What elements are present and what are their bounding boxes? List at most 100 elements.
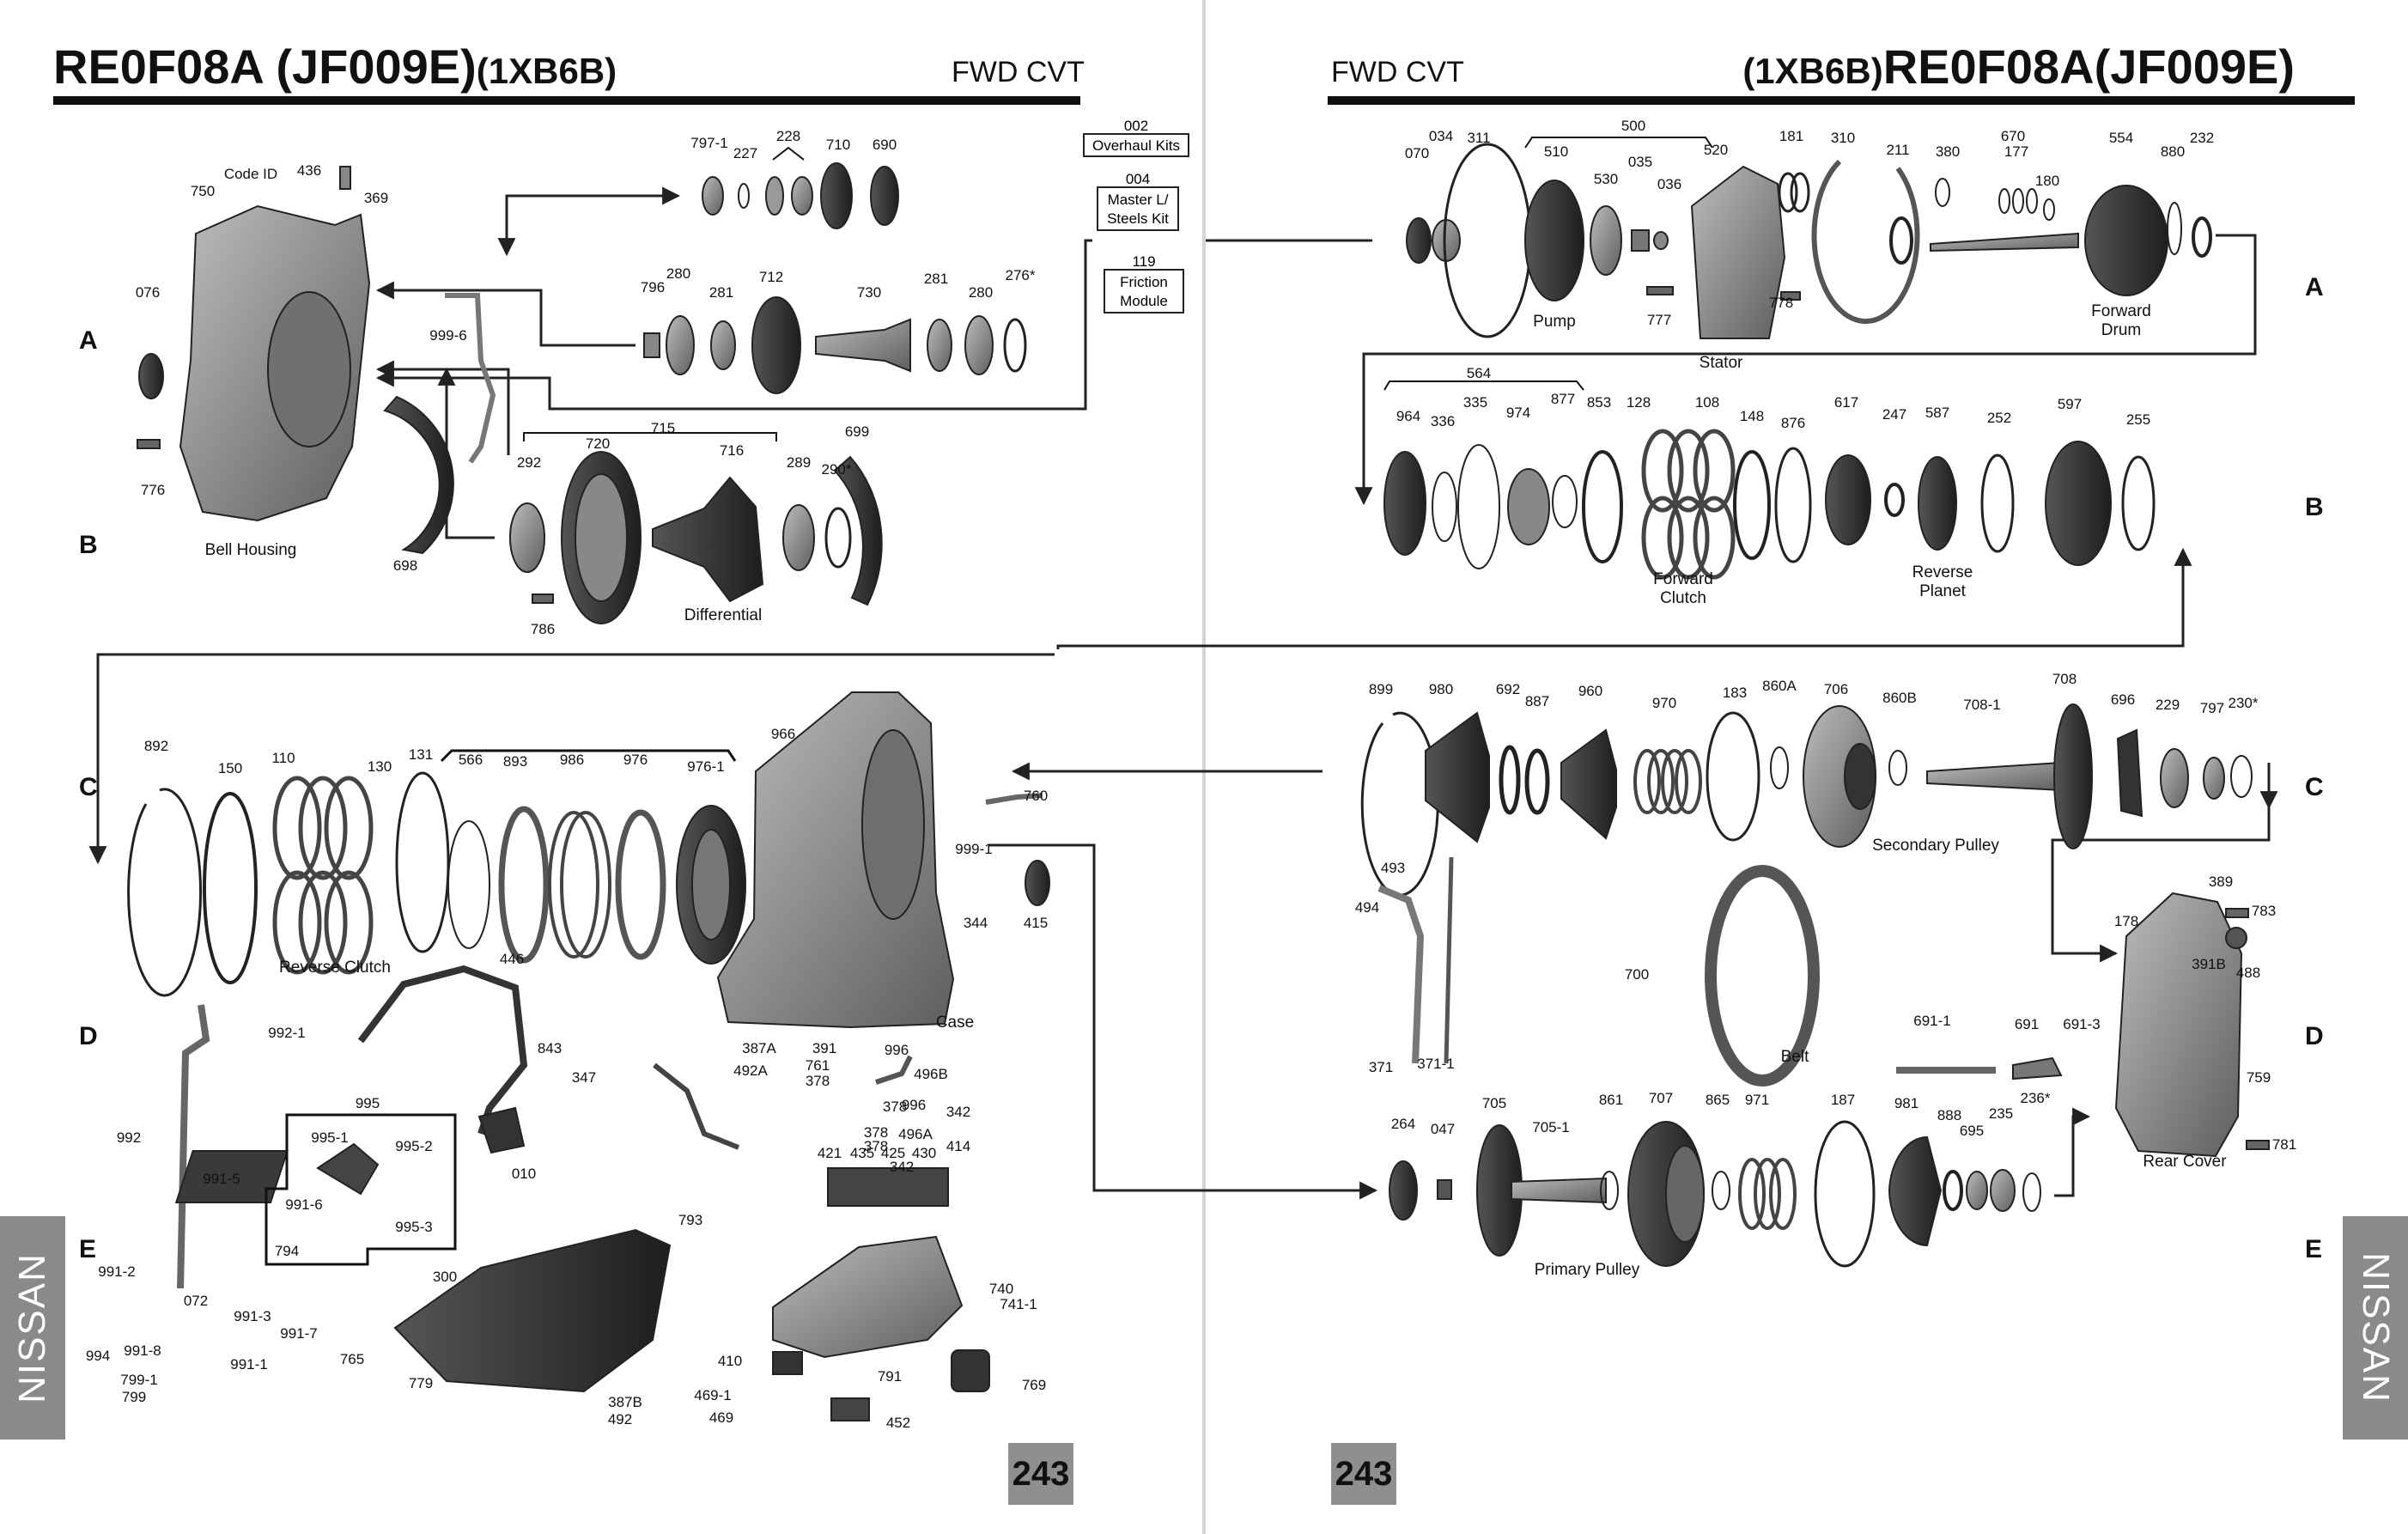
gear-690 xyxy=(870,166,899,226)
case-bore xyxy=(861,729,925,920)
part-number-label: 691-1 xyxy=(1913,1013,1950,1029)
part-number-label: 469 xyxy=(709,1409,733,1426)
bracket-566 xyxy=(440,749,737,763)
stator-520 xyxy=(1690,165,1786,339)
route-rear-cover xyxy=(2054,1107,2091,1197)
part-number-label: 469-1 xyxy=(694,1387,731,1403)
caption-bell-housing: Bell Housing xyxy=(205,541,297,559)
part-number-label: 865 xyxy=(1706,1092,1730,1108)
part-number-label: 799 xyxy=(122,1389,146,1405)
shim-276 xyxy=(1003,318,1027,373)
part-number-label: 712 xyxy=(759,269,783,285)
plug-436 xyxy=(339,166,351,190)
plate-853 xyxy=(1582,450,1623,563)
part-number-label: 999-1 xyxy=(955,841,992,857)
part-number-label: 391B xyxy=(2192,956,2226,972)
shim-230 xyxy=(2230,755,2253,798)
part-number-label: 380 xyxy=(1936,143,1960,160)
part-number-label: 999-6 xyxy=(429,327,466,344)
part-number-label: 876 xyxy=(1781,415,1805,431)
part-number-label: 765 xyxy=(340,1351,364,1367)
part-number-label: 690 xyxy=(873,137,897,153)
piston-960 xyxy=(1560,728,1617,840)
nut-797 xyxy=(2203,757,2225,800)
page-title-right: (1XB6B)RE0F08A(JF009E) xyxy=(1742,41,2295,97)
captions: Bell Housing Differential Reverse Clutch… xyxy=(205,302,2228,1279)
part-number-label: 893 xyxy=(503,753,527,770)
row-label-b: B xyxy=(2305,493,2324,521)
part-number-label: 488 xyxy=(2236,965,2260,981)
caption-primary-pulley: Primary Pulley xyxy=(1535,1261,1640,1279)
part-number-label: 378 xyxy=(864,1124,888,1141)
rings-181 xyxy=(1778,172,1810,213)
part-number-label: 494 xyxy=(1355,899,1379,916)
part-number-label: 991-2 xyxy=(98,1263,135,1280)
planet-587 xyxy=(1918,456,1957,551)
part-number-label: 227 xyxy=(733,145,757,161)
part-number-label: 778 xyxy=(1769,295,1793,311)
model-code: (1XB6B) xyxy=(1742,51,1883,91)
part-number-label: 280 xyxy=(666,265,690,282)
part-number-label: 960 xyxy=(1578,683,1602,699)
part-number-label: 228 xyxy=(776,128,800,144)
kit-label: Module xyxy=(1120,293,1168,309)
part-number-label: 493 xyxy=(1381,860,1405,876)
part-number-label: 860B xyxy=(1882,690,1917,706)
ring-860B xyxy=(1888,750,1907,786)
baffle-698 xyxy=(383,395,454,555)
part-number-label: 150 xyxy=(218,760,242,776)
part-number-label: 311 xyxy=(1467,130,1490,146)
kit-boxes: 002 Overhaul Kits 004 Master L/ Steels K… xyxy=(1083,118,1189,313)
kit-label: Steels Kit xyxy=(1107,210,1169,227)
ring-187 xyxy=(1814,1120,1876,1268)
piston-966-face xyxy=(691,829,731,940)
kit-code: 004 xyxy=(1126,171,1150,187)
plate-148 xyxy=(1733,450,1771,560)
part-number-label: 760 xyxy=(1024,788,1048,804)
part-number-label: 520 xyxy=(1704,142,1728,158)
part-number-label: 232 xyxy=(2190,130,2214,146)
part-number-label: 181 xyxy=(1779,128,1803,144)
ring-986 xyxy=(498,806,550,964)
part-796 xyxy=(643,332,660,358)
part-number-label: 371-1 xyxy=(1417,1056,1454,1072)
shaft-708 xyxy=(1926,761,2062,792)
reverse-clutch-pack xyxy=(272,776,374,975)
spring-970 xyxy=(1633,749,1702,814)
caption-reverse-planet-1: Reverse xyxy=(1912,563,1973,581)
ring-880 xyxy=(2167,202,2182,255)
part-number-label: 992 xyxy=(117,1129,141,1146)
kit-label: Overhaul Kits xyxy=(1092,137,1180,154)
ring-888 xyxy=(1943,1170,1963,1211)
part-number-label: 387A xyxy=(742,1040,776,1056)
row-label-a: A xyxy=(2305,273,2324,301)
part-number-label: 991-5 xyxy=(203,1171,240,1187)
caption-forward-clutch-1: Forward xyxy=(1653,570,1713,588)
part-number-label: 986 xyxy=(560,752,584,768)
ring-861 xyxy=(1600,1171,1619,1210)
drum-554 xyxy=(2084,185,2168,296)
part-number-label: 971 xyxy=(1745,1092,1769,1108)
kit-label: Master L/ xyxy=(1108,192,1169,208)
part-number-label: 072 xyxy=(184,1293,208,1309)
transmission-type-label: FWD CVT xyxy=(952,56,1085,88)
part-number-label: 715 xyxy=(651,420,675,436)
part-number-label: 991-7 xyxy=(280,1325,317,1342)
part-number-label: 035 xyxy=(1628,154,1652,170)
part-number-label: 716 xyxy=(720,442,744,459)
plate-010 xyxy=(174,1150,289,1203)
part-number-label: 131 xyxy=(409,746,433,763)
sheave-708 xyxy=(2053,703,2093,849)
part-number-label: 888 xyxy=(1937,1107,1961,1123)
routing-lines xyxy=(88,186,2278,1200)
page-gutter xyxy=(1202,0,1206,1534)
part-number-label: 700 xyxy=(1625,966,1649,983)
part-number-label: 342 xyxy=(946,1104,970,1120)
forward-clutch-pack xyxy=(1641,429,1736,580)
caption-forward-clutch-2: Clutch xyxy=(1660,589,1706,607)
part-number-label: 389 xyxy=(2209,874,2233,890)
tube-494 xyxy=(1377,885,1425,1064)
bearing-281 xyxy=(710,320,736,370)
gear-710 xyxy=(820,162,853,229)
rear-cover-759 xyxy=(2114,892,2243,1158)
